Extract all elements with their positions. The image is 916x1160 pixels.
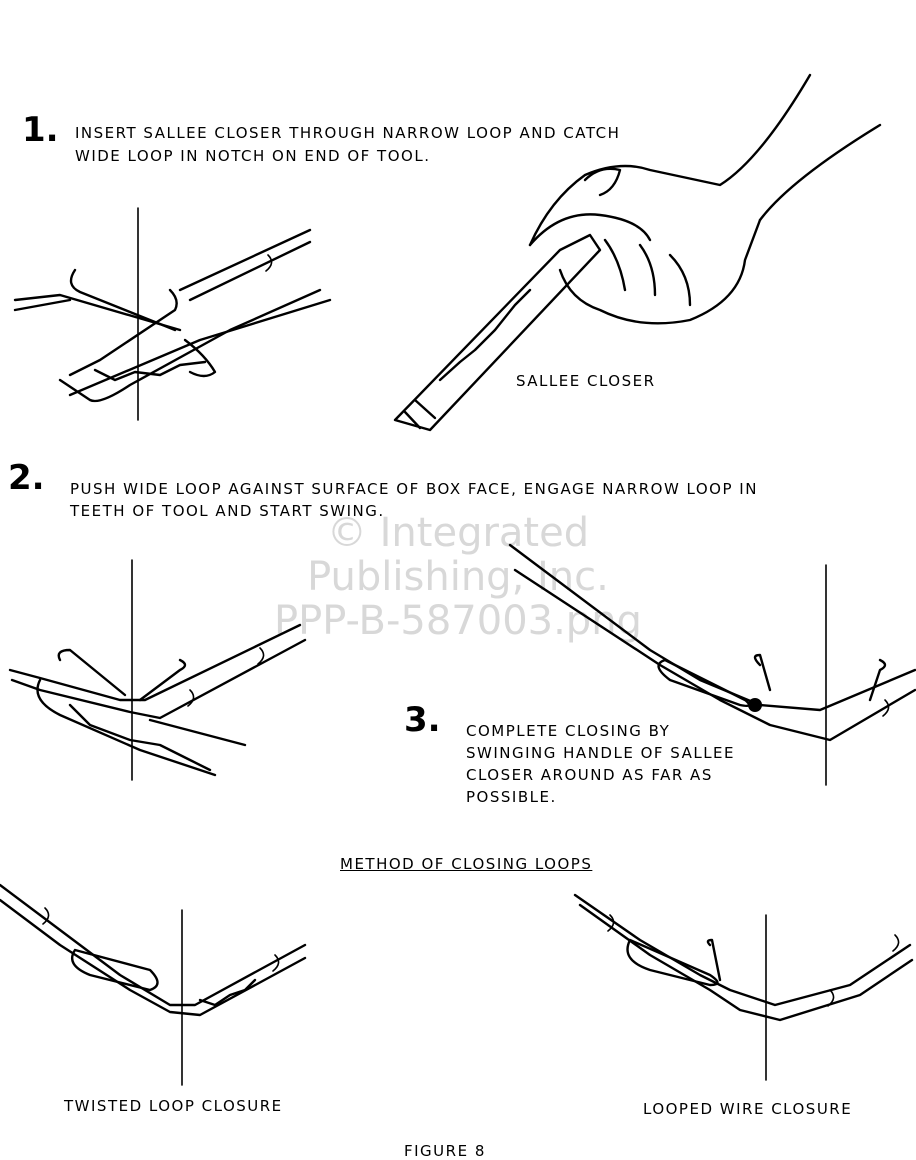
watermark-line-2: Publishing, Inc.: [307, 554, 609, 600]
step-3-text-line4: POSSIBLE.: [466, 788, 557, 806]
step-3-text-line2: SWINGING HANDLE OF SALLEE: [466, 744, 736, 762]
twisted-loop-illustration: [0, 883, 307, 1086]
watermark-line-1: © Integrated: [326, 510, 590, 556]
step1-right-hand-illustration: [393, 73, 882, 432]
step-2-number: 2.: [8, 458, 45, 498]
step-1-number: 1.: [22, 110, 59, 150]
step-3-text-line3: CLOSER AROUND AS FAR AS: [466, 766, 713, 784]
step-2-text-line1: PUSH WIDE LOOP AGAINST SURFACE OF BOX FA…: [70, 480, 758, 498]
step-2-text-line2: TEETH OF TOOL AND START SWING.: [70, 502, 385, 520]
looped-wire-caption: LOOPED WIRE CLOSURE: [643, 1100, 853, 1118]
step2-illustration: [8, 559, 307, 781]
step1-left-illustration: [13, 207, 332, 421]
watermark-line-3: PPP-B-587003.png: [274, 598, 642, 644]
step3-illustration: [508, 543, 916, 786]
step-3-number: 3.: [404, 700, 441, 740]
step-3-text-line1: COMPLETE CLOSING BY: [466, 722, 671, 740]
twisted-loop-caption: TWISTED LOOP CLOSURE: [64, 1097, 283, 1115]
step-1-text-line2: WIDE LOOP IN NOTCH ON END OF TOOL.: [75, 147, 431, 165]
figure-caption: FIGURE 8: [404, 1142, 486, 1160]
looped-wire-illustration: [573, 893, 914, 1081]
method-heading: METHOD OF CLOSING LOOPS: [340, 855, 593, 873]
step-1-text-line1: INSERT SALLEE CLOSER THROUGH NARROW LOOP…: [75, 124, 621, 142]
sallee-closer-label: SALLEE CLOSER: [516, 372, 656, 390]
